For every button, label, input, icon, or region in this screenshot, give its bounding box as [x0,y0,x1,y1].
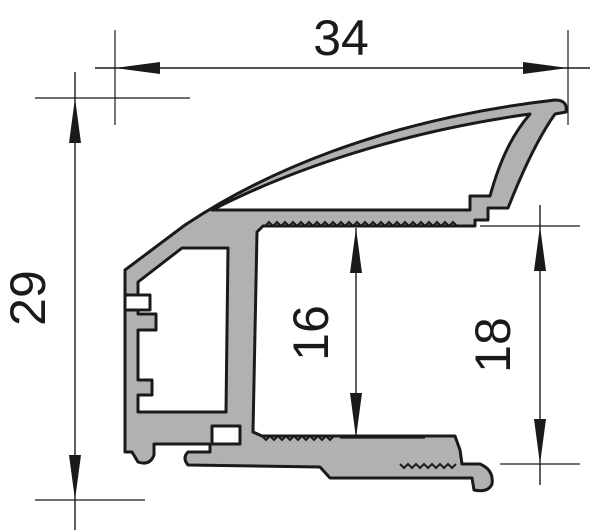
width-label: 34 [313,10,369,66]
height-dimension: 29 [0,72,190,530]
upper-chamber [210,112,532,212]
inner-height-b-label: 18 [465,317,521,373]
inner-height-a-dimension: 16 [283,228,425,439]
height-label: 29 [0,270,56,326]
lower-serration [261,434,457,470]
clip-notch [123,293,152,312]
inner-height-b-dimension: 18 [465,205,580,485]
lower-rail-gap [210,424,242,446]
left-chamber [136,246,230,414]
inner-height-a-label: 16 [283,305,339,361]
aluminium-profile [123,98,568,493]
width-dimension: 34 [95,10,590,125]
upper-serration [264,220,458,228]
